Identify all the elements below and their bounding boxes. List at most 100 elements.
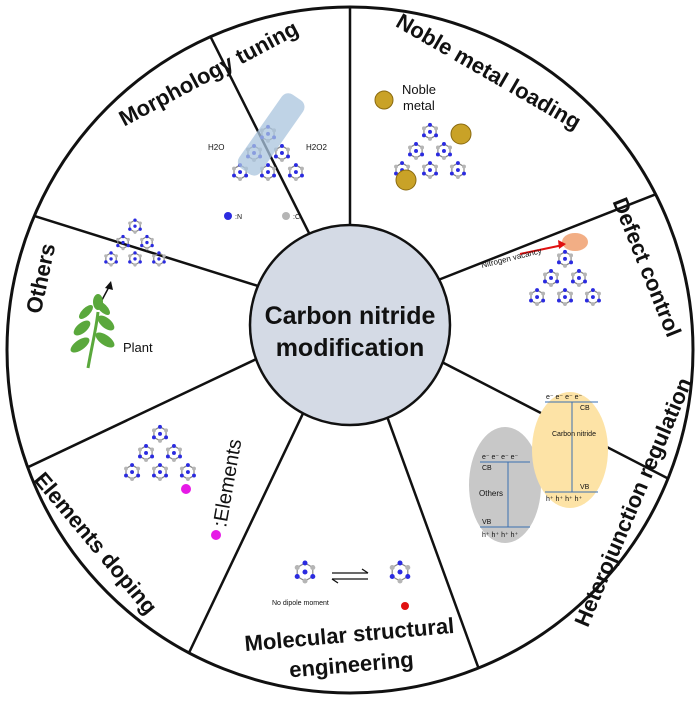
carbon-atom xyxy=(408,145,412,150)
nitrogen-atom xyxy=(577,275,581,280)
carbon-atom xyxy=(145,246,149,251)
nitrogen-atom xyxy=(192,473,196,478)
carbon-atom xyxy=(577,282,581,287)
nitrogen-atom xyxy=(109,251,113,255)
carbon-atom xyxy=(300,166,304,171)
arrowhead xyxy=(105,281,113,290)
nitrogen-atom xyxy=(136,473,141,478)
nitrogen-atom xyxy=(400,161,405,166)
carbon-atom xyxy=(529,291,533,296)
no-dipole-label: No dipole moment xyxy=(272,600,329,607)
carbon-atom xyxy=(144,457,148,462)
nitrogen-atom xyxy=(158,424,162,429)
nitrogen-atom xyxy=(164,473,169,478)
nitrogen-atom xyxy=(165,454,170,459)
nitrogen-atom xyxy=(549,268,553,273)
carbon-atom xyxy=(448,145,452,150)
carbon-nitride-label: Carbon nitride xyxy=(552,431,596,438)
nitrogen-atom xyxy=(397,569,403,575)
carbon-atom xyxy=(583,272,587,277)
nitrogen-atom xyxy=(133,251,137,255)
sector-divider xyxy=(27,358,257,469)
carbon-atom xyxy=(428,175,432,180)
nitrogen-atom xyxy=(145,234,149,239)
heterojunction-illustration: e⁻ e⁻ e⁻ e⁻ CB Others VB h⁺ h⁺ h⁺ h⁺ e⁻ … xyxy=(469,392,608,543)
nitrogen-atom xyxy=(150,243,154,248)
carbon-atom xyxy=(138,221,142,225)
carbon-atom xyxy=(152,254,156,258)
carbon-atom xyxy=(442,155,446,160)
nitrogen-atom xyxy=(549,275,553,280)
cn-cb-label: CB xyxy=(580,405,590,412)
nitrogen-atom xyxy=(185,463,190,468)
carbon-atom xyxy=(114,254,118,258)
sector-divider xyxy=(438,193,657,281)
nitrogen-atom xyxy=(462,171,466,176)
element-legend-dot xyxy=(211,530,221,540)
nitrogen-atom xyxy=(389,573,395,580)
carbon-atom xyxy=(563,302,567,307)
vacancy-arrow xyxy=(519,244,564,255)
cn-vb-label: VB xyxy=(580,484,590,491)
nitrogen-atom xyxy=(556,260,561,265)
carbon-atom xyxy=(449,164,454,169)
nitrogen-atom xyxy=(238,170,243,175)
nitrogen-atom xyxy=(266,163,270,168)
nitrogen-atom xyxy=(280,143,284,148)
carbon-atom xyxy=(109,263,113,267)
doped-element-atom xyxy=(181,484,191,494)
nitrogen-atom xyxy=(414,148,418,153)
nitrogen-atom xyxy=(577,268,581,273)
nitrogen-atom xyxy=(529,298,533,303)
center-circle xyxy=(248,223,452,427)
carbon-nitride-structure xyxy=(124,424,196,482)
others-semiconductor xyxy=(469,427,541,543)
noble-metal-particle xyxy=(450,123,472,145)
nitrogen-atom xyxy=(172,450,176,455)
carbon-atom xyxy=(421,164,426,169)
carbon-atom xyxy=(130,477,135,482)
nitrogen-atom xyxy=(310,573,316,580)
nitrogen-atom xyxy=(302,569,308,575)
carbon-atom xyxy=(584,291,589,296)
nitrogen-atom xyxy=(280,150,284,155)
carbon-atom xyxy=(238,177,243,182)
carbon-nitride-structure xyxy=(394,122,466,180)
carbon-atom xyxy=(555,272,560,277)
nitrogen-legend-dot xyxy=(224,212,232,220)
nitrogen-atom xyxy=(151,435,156,440)
equilibrium-arrowhead xyxy=(331,578,339,584)
nitrogen-atom xyxy=(421,171,426,176)
carbon-atom xyxy=(150,237,154,242)
nitrogen-atom xyxy=(590,288,595,293)
nitrogen-atom xyxy=(442,148,446,153)
nitrogen-atom xyxy=(259,173,264,178)
carbon-atom xyxy=(133,263,137,267)
cn-holes: h⁺ h⁺ h⁺ h⁺ xyxy=(546,496,582,503)
nitrogen-atom xyxy=(178,454,182,459)
nitrogen-atom xyxy=(162,260,166,264)
nitrogen-atom xyxy=(442,141,446,146)
nitrogen-atom xyxy=(133,218,137,222)
nitrogen-atom xyxy=(158,431,162,436)
plant-icon xyxy=(70,294,115,369)
carbon-atom xyxy=(157,263,161,267)
carbon-atom xyxy=(121,246,125,251)
carbon-atom xyxy=(543,272,547,277)
nitrogen-atom xyxy=(397,560,403,566)
carbon-legend: :C xyxy=(293,214,300,221)
carbon-atom xyxy=(158,477,162,482)
cn-electrons: e⁻ e⁻ e⁻ e⁻ xyxy=(546,394,582,401)
carbon-atom xyxy=(128,221,132,225)
carbon-atom xyxy=(128,254,132,258)
carbon-atom xyxy=(556,291,561,296)
substituent-atom xyxy=(401,602,409,610)
carbon-legend-dot xyxy=(282,212,290,220)
nitrogen-atom xyxy=(434,171,439,176)
carbon-nitride-unit xyxy=(294,560,316,584)
carbon-atom xyxy=(165,447,170,452)
nitrogen-atom xyxy=(114,260,118,264)
nitrogen-atom xyxy=(287,173,292,178)
nitrogen-atom xyxy=(150,454,155,459)
nitrogen-atom xyxy=(293,170,298,175)
